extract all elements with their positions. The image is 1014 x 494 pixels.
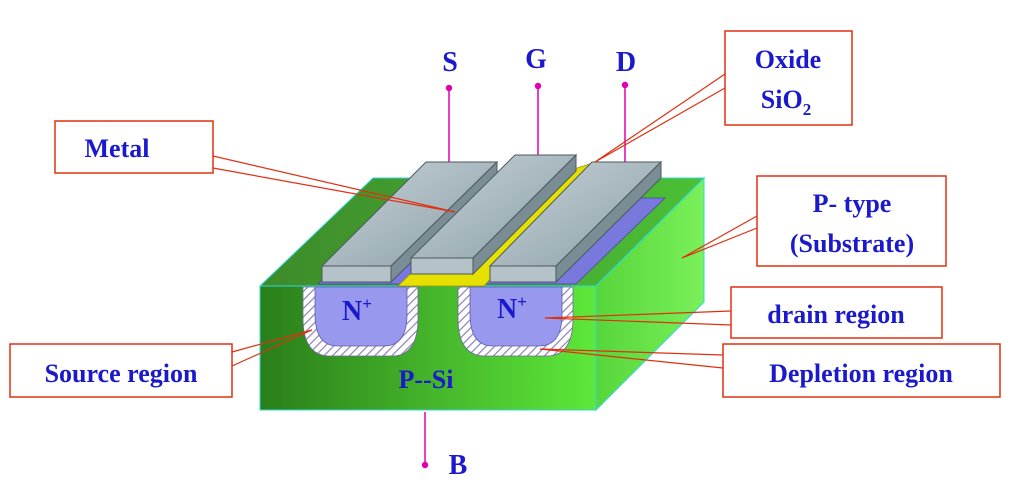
ptype-leader-2 xyxy=(681,227,758,259)
ptype-leader xyxy=(681,215,758,259)
drain-leader-2 xyxy=(544,317,732,326)
body-terminal-dot xyxy=(421,461,429,469)
oxide-label-line1: Oxide xyxy=(755,45,821,74)
oxide-leader xyxy=(594,73,726,163)
drain-callout-box xyxy=(730,286,943,339)
metal-label: Metal xyxy=(85,134,150,163)
terminal-wires xyxy=(421,81,629,469)
metal-leader-2 xyxy=(212,167,456,213)
depletion-callout-box xyxy=(722,343,1001,398)
source-terminal-dot xyxy=(445,84,453,92)
oxide-callout-box xyxy=(724,30,853,126)
drain-well xyxy=(457,286,574,357)
source-well xyxy=(302,286,419,357)
depletion-region-label: Depletion region xyxy=(769,359,953,388)
depletion-leader-2 xyxy=(539,348,724,369)
source-region-label: Source region xyxy=(45,359,198,388)
callout-boxes xyxy=(9,30,1001,398)
gate-terminal-dot xyxy=(534,82,542,90)
source-callout-box xyxy=(9,343,233,398)
ptype-callout-box xyxy=(756,175,947,267)
drain-leader xyxy=(544,310,732,319)
substrate-label: P--Si xyxy=(399,365,454,394)
source-n-region xyxy=(314,286,408,347)
drain-electrode xyxy=(488,160,663,284)
body-terminal-label: B xyxy=(449,450,468,481)
gate-terminal-label: G xyxy=(525,44,547,75)
drain-n-region xyxy=(469,286,563,347)
ptype-label-line2: (Substrate) xyxy=(790,229,914,258)
source-n-label: N+ xyxy=(342,294,372,327)
source-leader xyxy=(231,329,313,353)
oxide-label-line2: SiO2 xyxy=(761,85,811,119)
drain-region-label: drain region xyxy=(767,300,905,329)
drain-n-label: N+ xyxy=(497,292,527,325)
drain-terminal-label: D xyxy=(616,47,636,78)
source-leader-2 xyxy=(231,329,313,367)
metal-electrodes xyxy=(320,153,663,284)
oxide-leader-2 xyxy=(594,87,726,163)
source-terminal-label: S xyxy=(442,47,458,78)
ptype-label-line1: P- type xyxy=(813,189,892,218)
metal-callout-box xyxy=(54,120,214,174)
drain-terminal-dot xyxy=(621,81,629,89)
gate-electrode xyxy=(409,153,578,276)
depletion-leader xyxy=(539,348,724,356)
